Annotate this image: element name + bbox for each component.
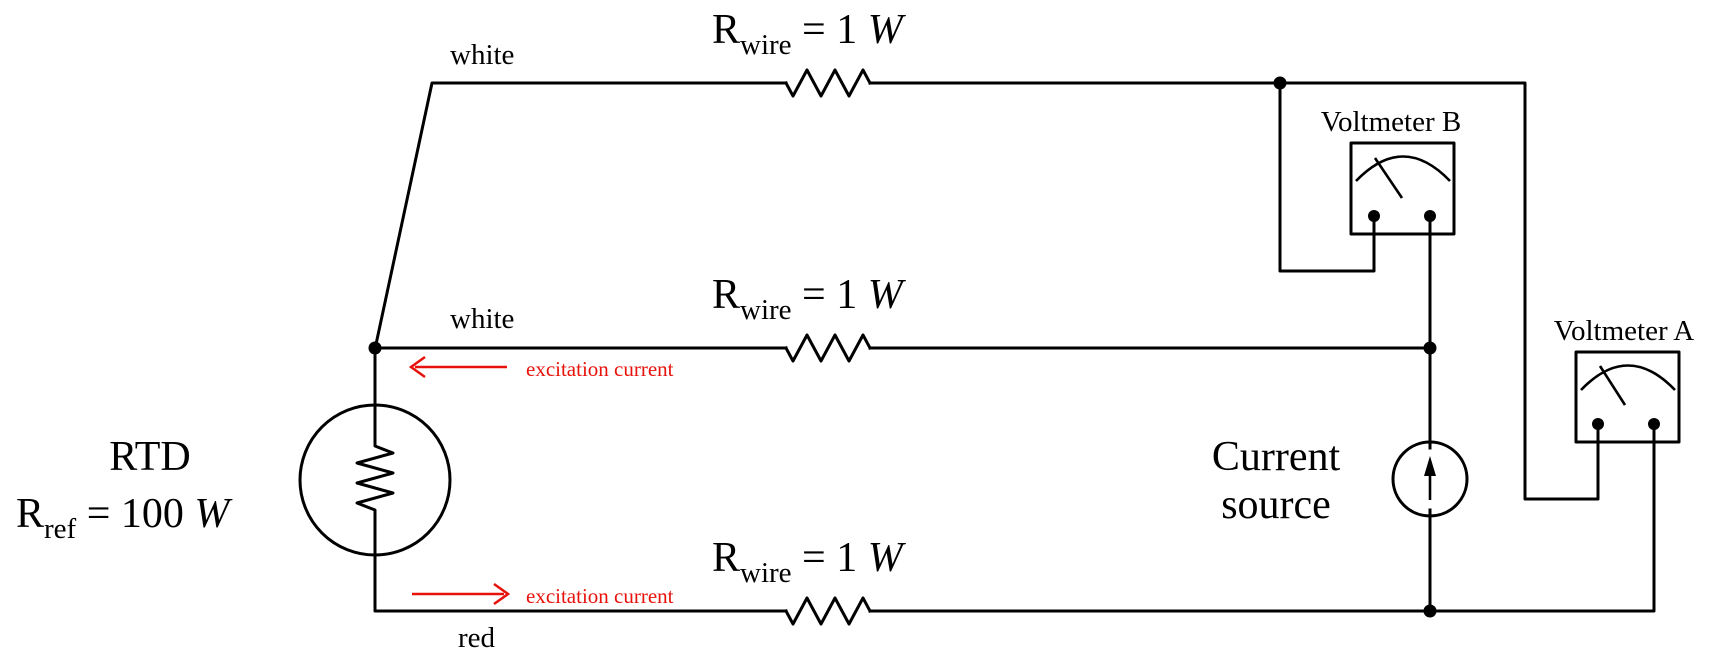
current-source-arrow-icon — [1424, 456, 1436, 476]
middle-wire-color-label: white — [450, 303, 514, 335]
top-white-wire-right — [868, 81, 1600, 501]
top-wire-color-label: white — [450, 39, 514, 71]
bottom-red-wire-right — [868, 422, 1656, 613]
rtd-resistor-icon — [355, 436, 395, 524]
current-source-label-line2: source — [1221, 482, 1331, 528]
voltmeter-b-label: Voltmeter B — [1321, 106, 1461, 138]
excitation-arrow-left-icon — [408, 355, 426, 379]
middle-white-wire-right — [868, 346, 1432, 450]
bottom-wire-resistor — [783, 596, 873, 626]
rref-sub: ref — [44, 513, 77, 545]
excitation-arrow-right-icon — [493, 582, 511, 606]
voltmeter-b-terminal-right — [1424, 210, 1436, 222]
circuit-wires — [373, 81, 1656, 613]
rwire-sub: wire — [740, 294, 792, 326]
labels: white white red Rwire = 1 W Rwire = 1 W … — [16, 7, 1694, 654]
middle-wire-resistor — [783, 333, 873, 363]
voltmeter-a-terminal-left — [1592, 418, 1604, 430]
top-wire-resistor — [783, 68, 873, 98]
voltmeter-b-terminal-left — [1368, 210, 1380, 222]
voltmeter-b-scale-arc — [1355, 155, 1451, 182]
bottom-wire-color-label: red — [458, 622, 496, 654]
rtd-circle — [298, 403, 452, 557]
rwire-unit: W — [868, 272, 907, 318]
junction-dots — [368, 76, 1437, 618]
rwire-base: R — [712, 272, 740, 318]
top-white-wire — [373, 81, 788, 351]
rtd-lower-lead — [373, 520, 788, 613]
rwire-rest: = 1 — [792, 272, 868, 318]
rref-rest: = 100 — [76, 491, 194, 537]
middle-rwire-label: Rwire = 1 W — [712, 272, 907, 326]
rtd-element — [298, 403, 452, 557]
top-rwire-label: Rwire = 1 W — [712, 7, 907, 61]
voltmeter-b-left-lead — [1278, 81, 1376, 273]
junction-dot — [1273, 76, 1287, 90]
excitation-arrows — [408, 355, 511, 606]
current-source-label-line1: Current — [1212, 434, 1341, 480]
excitation-label-lower: excitation current — [526, 584, 674, 608]
junction-dot — [368, 341, 382, 355]
rtd-title: RTD — [109, 434, 190, 480]
rref-unit: W — [194, 491, 233, 537]
rwire-rest: = 1 — [792, 7, 868, 53]
voltmeter-a-label: Voltmeter A — [1554, 315, 1694, 347]
voltmeter-b — [1349, 141, 1456, 236]
bottom-rwire-label: Rwire = 1 W — [712, 535, 907, 589]
voltmeter-b-body — [1349, 141, 1456, 236]
voltmeter-a — [1574, 350, 1681, 444]
current-source — [1391, 440, 1469, 518]
rwire-rest: = 1 — [792, 535, 868, 581]
wire-resistors — [783, 68, 873, 626]
rtd-ref-label: Rref = 100 W — [16, 491, 233, 545]
rwire-base: R — [712, 535, 740, 581]
junction-dot — [1423, 341, 1437, 355]
rref-base: R — [16, 491, 44, 537]
junction-dot — [1423, 604, 1437, 618]
rwire-base: R — [712, 7, 740, 53]
voltmeter-a-terminal-right — [1648, 418, 1660, 430]
voltmeter-a-scale-arc — [1580, 364, 1676, 391]
excitation-label-upper: excitation current — [526, 357, 674, 381]
rwire-unit: W — [868, 7, 907, 53]
voltmeter-a-body — [1574, 350, 1681, 444]
rwire-sub: wire — [740, 557, 792, 589]
current-source-circle — [1391, 440, 1469, 518]
voltmeter-b-needle-icon — [1373, 157, 1404, 199]
rwire-sub: wire — [740, 29, 792, 61]
voltmeter-a-needle-icon — [1598, 365, 1627, 406]
rwire-unit: W — [868, 535, 907, 581]
